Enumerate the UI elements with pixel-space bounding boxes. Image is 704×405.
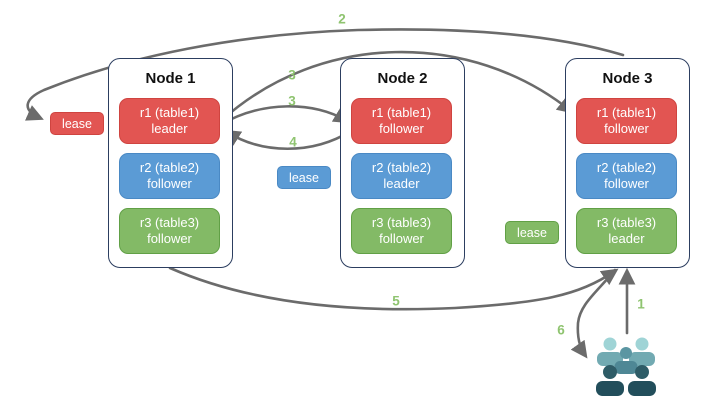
step-label-3a: 3 <box>288 67 296 83</box>
arrow-step-3-to-node2 <box>220 105 351 126</box>
step-label-4: 4 <box>289 134 297 150</box>
node1-r2-replica: r2 (table2) follower <box>119 153 220 199</box>
lease-badge-table2: lease <box>277 166 331 189</box>
replica-label: r1 (table1) <box>596 105 657 120</box>
lease-badge-table1: lease <box>50 112 104 135</box>
lease-badge-table3: lease <box>505 221 559 244</box>
replica-role: follower <box>379 121 424 136</box>
node-2: Node 2 r1 (table1) follower r2 (table2) … <box>340 58 465 268</box>
step-label-6: 6 <box>557 322 565 338</box>
arrow-step-4 <box>223 129 353 151</box>
node2-r2-replica: r2 (table2) leader <box>351 153 452 199</box>
replica-label: r1 (table1) <box>139 105 200 120</box>
replica-role: leader <box>608 231 645 246</box>
step-label-3b: 3 <box>288 93 296 109</box>
replica-label: r2 (table2) <box>139 160 200 175</box>
replica-role: follower <box>147 176 192 191</box>
node-3-title: Node 3 <box>602 70 653 87</box>
replica-label: r2 (table2) <box>596 160 657 175</box>
replica-label: r1 (table1) <box>371 105 432 120</box>
node1-r1-replica: r1 (table1) leader <box>119 98 220 144</box>
node3-r3-replica: r3 (table3) leader <box>576 208 677 254</box>
arrow-step-3-to-node3 <box>220 50 575 122</box>
arrow-step-2 <box>24 28 625 121</box>
node-3: Node 3 r1 (table1) follower r2 (table2) … <box>565 58 690 268</box>
step-label-2: 2 <box>338 11 346 27</box>
node2-r1-replica: r1 (table1) follower <box>351 98 452 144</box>
step-label-1: 1 <box>637 296 645 312</box>
node3-r1-replica: r1 (table1) follower <box>576 98 677 144</box>
node1-r3-replica: r3 (table3) follower <box>119 208 220 254</box>
replica-label: r3 (table3) <box>371 215 432 230</box>
arrow-step-5 <box>168 266 619 311</box>
replica-label: r3 (table3) <box>596 215 657 230</box>
node-2-title: Node 2 <box>377 70 428 87</box>
users-group-icon <box>596 337 656 396</box>
node2-r3-replica: r3 (table3) follower <box>351 208 452 254</box>
node-1-title: Node 1 <box>145 70 196 87</box>
node3-r2-replica: r2 (table2) follower <box>576 153 677 199</box>
arrow-step-6 <box>570 268 617 359</box>
replica-role: follower <box>604 176 649 191</box>
replica-role: leader <box>383 176 420 191</box>
replica-role: follower <box>604 121 649 136</box>
replica-role: leader <box>151 121 188 136</box>
node-1: Node 1 r1 (table1) leader r2 (table2) fo… <box>108 58 233 268</box>
replica-label: r2 (table2) <box>371 160 432 175</box>
replica-role: follower <box>379 231 424 246</box>
replica-role: follower <box>147 231 192 246</box>
step-label-5: 5 <box>392 293 400 309</box>
replica-label: r3 (table3) <box>139 215 200 230</box>
